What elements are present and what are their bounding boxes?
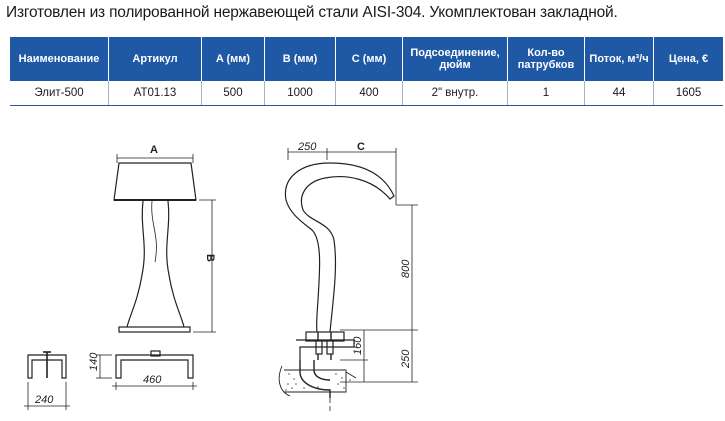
embedded-base-view [24, 350, 197, 410]
cell-name: Элит-500 [10, 81, 109, 106]
col-header-b: B (мм) [264, 37, 336, 81]
col-header-nozzles: Кол-во патрубков [507, 37, 585, 81]
concrete-fill [285, 373, 351, 393]
dim-side-height: 800 [400, 259, 412, 278]
dim-label-c: C [357, 141, 365, 153]
cell-nozzles: 1 [507, 81, 585, 106]
col-header-name: Наименование [10, 37, 109, 81]
cell-connection: 2" внутр. [402, 81, 508, 106]
col-header-a: A (мм) [201, 37, 265, 81]
cell-price: 1605 [653, 81, 723, 106]
product-description: Изготовлен из полированной нержавеющей с… [6, 4, 618, 21]
dim-label-a: A [150, 144, 158, 156]
col-header-c: C (мм) [335, 37, 403, 81]
col-header-flow: Поток, м³/ч [584, 37, 654, 81]
dim-side-lower: 160 [352, 336, 364, 355]
side-view [278, 148, 418, 414]
cell-c: 400 [335, 81, 403, 106]
col-header-connection: Подсоединение, дюйм [402, 37, 508, 81]
dim-side-bottom: 250 [400, 349, 412, 369]
front-view [113, 154, 216, 333]
dim-label-b: B [204, 254, 216, 262]
cell-a: 500 [201, 81, 265, 106]
cell-b: 1000 [264, 81, 336, 106]
col-header-article: Артикул [108, 37, 202, 81]
table-header-row: Наименование Артикул A (мм) B (мм) C (мм… [10, 37, 723, 81]
spec-table: Наименование Артикул A (мм) B (мм) C (мм… [10, 37, 723, 106]
cell-article: AT01.13 [108, 81, 202, 106]
table-row: Элит-500 AT01.13 500 1000 400 2" внутр. … [10, 81, 723, 106]
dim-base-height: 140 [88, 352, 100, 371]
dim-base-depth: 240 [34, 394, 54, 406]
cell-flow: 44 [584, 81, 654, 106]
dim-base-width: 460 [143, 374, 162, 386]
col-header-price: Цена, € [653, 37, 723, 81]
dim-side-offset: 250 [297, 141, 317, 153]
